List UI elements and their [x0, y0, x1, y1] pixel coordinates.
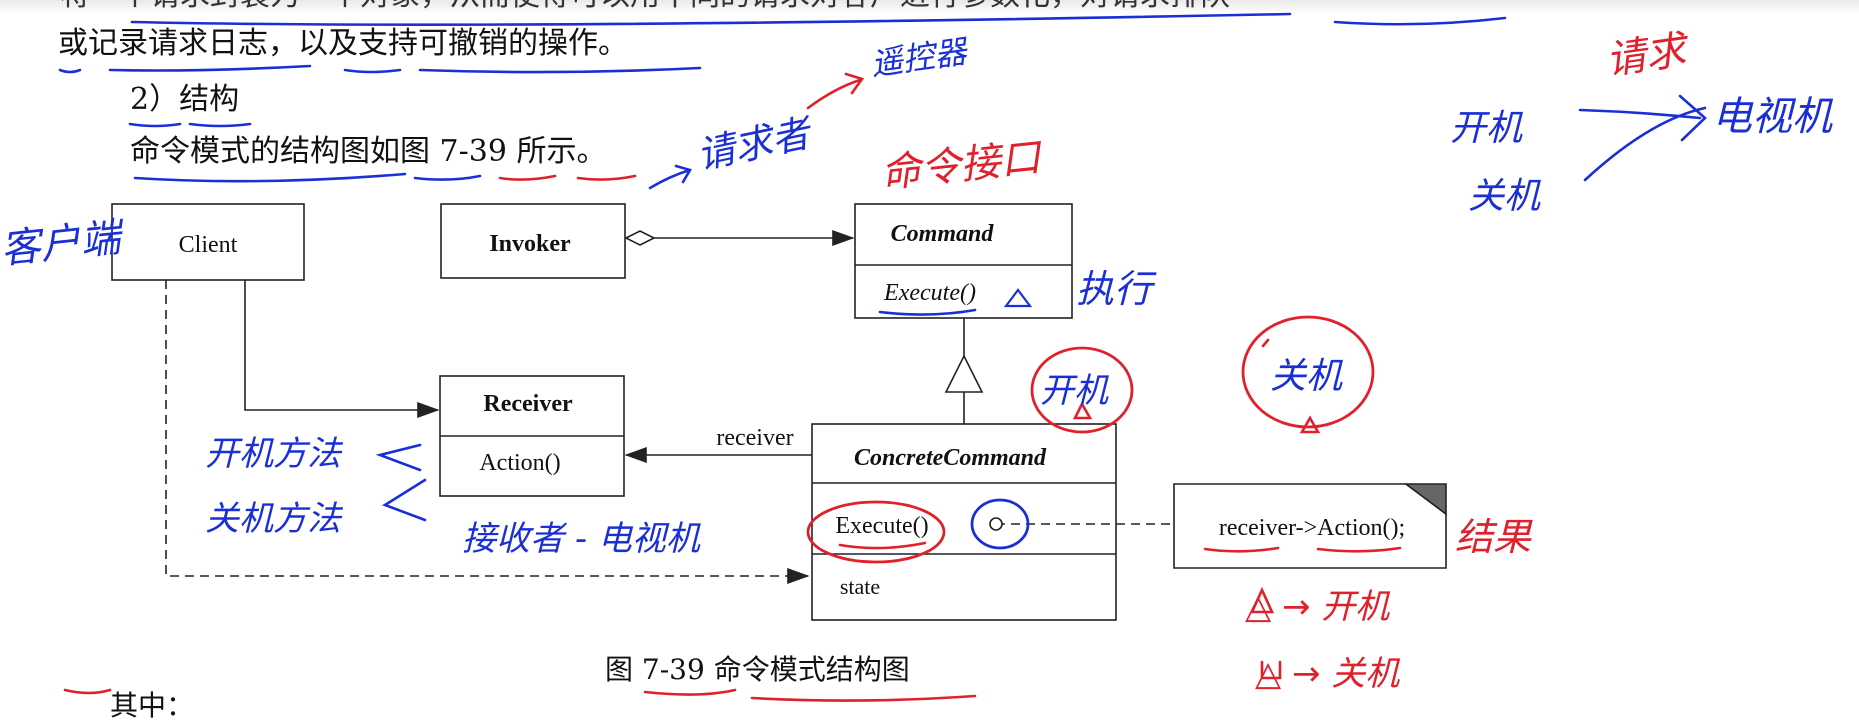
top-line-partial: 将一个请求封装为一个对象，从而使得可以用不同的请求对客户进行参数化，对请求排队 — [60, 0, 1230, 14]
diagram-canvas: Client Invoker Command Execute() Receive… — [0, 12, 1834, 702]
note-text: receiver->Action(); — [1219, 515, 1405, 541]
annotation-client: 客户端 — [0, 214, 128, 273]
annotation-requester: 请求者 — [693, 110, 818, 178]
figure-caption: 图 7-39 命令模式结构图 — [605, 653, 910, 686]
annotation-top-on: 开机 — [1450, 108, 1524, 149]
power-off-circle — [1241, 315, 1375, 429]
annotation-top-tv: 电视机 — [1712, 94, 1834, 140]
intro-line: 或记录请求日志，以及支持可撤销的操作。 — [58, 26, 628, 61]
command-label: Command — [891, 221, 995, 247]
top-fade — [0, 0, 1859, 14]
annotation-receiver-tv: 接收者 - 电视机 — [462, 519, 701, 559]
power-on-circle — [1030, 346, 1134, 434]
annotation-on-method: 开机方法 — [205, 434, 344, 474]
annotation-execute: 执行 — [1076, 267, 1157, 311]
invoker-box — [440, 203, 626, 279]
annotation-on-maps: △ → 开机 — [1245, 587, 1390, 627]
annotation-top-request: 请求 — [1603, 27, 1694, 84]
annotation-power-off: 关机 — [1270, 356, 1344, 397]
command-operation: Execute() — [883, 280, 976, 306]
dot-circle — [970, 498, 1030, 550]
annotation-remote: 遥控器 — [868, 32, 971, 83]
client-label: Client — [179, 232, 238, 258]
association-label: receiver — [716, 425, 793, 451]
command-box — [854, 203, 1073, 319]
annotation-result: 结果 — [1455, 515, 1533, 559]
annotation-off-method: 关机方法 — [205, 499, 344, 539]
invoker-label: Invoker — [489, 231, 571, 257]
uml-texts: Client Invoker Command Execute() Receive… — [179, 221, 1405, 599]
client-box — [111, 203, 305, 281]
section-heading: 2）结构 — [130, 82, 240, 117]
ink-underlines — [58, 12, 1507, 702]
annotation-command-interface: 命令接口 — [879, 134, 1046, 197]
annotation-top-off: 关机 — [1468, 176, 1542, 217]
uml-diagram — [111, 203, 1447, 621]
annotation-off-maps: △ → 关机 — [1255, 654, 1400, 694]
ink-circles — [806, 315, 1375, 564]
ink-arrows — [375, 72, 1707, 680]
execute-circle — [806, 500, 946, 564]
receiver-label: Receiver — [483, 391, 573, 417]
receiver-operation: Action() — [479, 450, 560, 476]
structure-sentence: 命令模式的结构图如图 7-39 所示。 — [130, 134, 607, 169]
annotation-power-on: 开机 — [1040, 371, 1109, 411]
concrete-command-operation: Execute() — [835, 513, 928, 539]
concrete-command-label: ConcreteCommand — [854, 445, 1047, 471]
concrete-command-attribute: state — [840, 574, 880, 599]
note-box — [1173, 483, 1447, 569]
